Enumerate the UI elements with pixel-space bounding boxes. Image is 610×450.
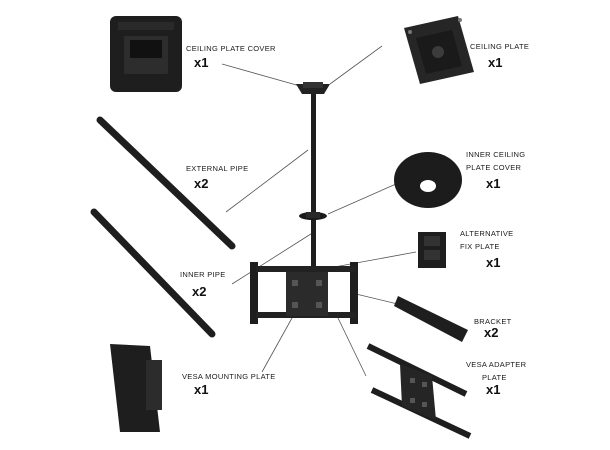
vesa-mounting-plate-part bbox=[110, 344, 162, 432]
bracket-label: BRACKET bbox=[474, 317, 512, 326]
vesa-adapter-plate-part bbox=[366, 343, 472, 439]
ceiling-plate-cover-part bbox=[110, 16, 182, 92]
alternative-fix-plate-label-line1: ALTERNATIVE bbox=[460, 229, 514, 238]
external-pipe-label: EXTERNAL PIPE bbox=[186, 164, 249, 173]
inner-ceiling-plate-cover-label-line1: INNER CEILING bbox=[466, 150, 526, 159]
external-pipe-part bbox=[96, 116, 236, 250]
ceiling-plate-cover-label: CEILING PLATE COVER bbox=[186, 44, 276, 53]
external-pipe-qty: x2 bbox=[194, 176, 209, 191]
vesa-adapter-plate-qty: x1 bbox=[486, 382, 501, 397]
leader-lines bbox=[221, 45, 417, 377]
bracket-qty: x2 bbox=[484, 325, 499, 340]
ceiling-plate-qty: x1 bbox=[488, 55, 503, 70]
alternative-fix-plate-qty: x1 bbox=[486, 255, 501, 270]
ceiling-plate-cover-qty: x1 bbox=[194, 55, 209, 70]
inner-pipe-part bbox=[90, 208, 216, 338]
inner-pipe-qty: x2 bbox=[192, 284, 207, 299]
alternative-fix-plate-label-line2: FIX PLATE bbox=[460, 242, 500, 251]
inner-ceiling-plate-cover-label-line2: PLATE COVER bbox=[466, 163, 522, 172]
inner-ceiling-plate-cover-qty: x1 bbox=[486, 176, 501, 191]
vesa-adapter-plate-label-line2: PLATE bbox=[482, 373, 507, 382]
central-assembly bbox=[250, 82, 358, 324]
bracket-part bbox=[394, 296, 468, 342]
ceiling-plate-part bbox=[404, 16, 474, 84]
inner-pipe-label: INNER PIPE bbox=[180, 270, 226, 279]
alternative-fix-plate-part bbox=[418, 232, 446, 268]
inner-ceiling-plate-cover-part bbox=[394, 152, 462, 208]
vesa-adapter-plate-label-line1: VESA ADAPTER bbox=[466, 360, 527, 369]
vesa-mounting-plate-label: VESA MOUNTING PLATE bbox=[182, 372, 276, 381]
ceiling-plate-label: CEILING PLATE bbox=[470, 42, 530, 51]
vesa-mounting-plate-qty: x1 bbox=[194, 382, 209, 397]
